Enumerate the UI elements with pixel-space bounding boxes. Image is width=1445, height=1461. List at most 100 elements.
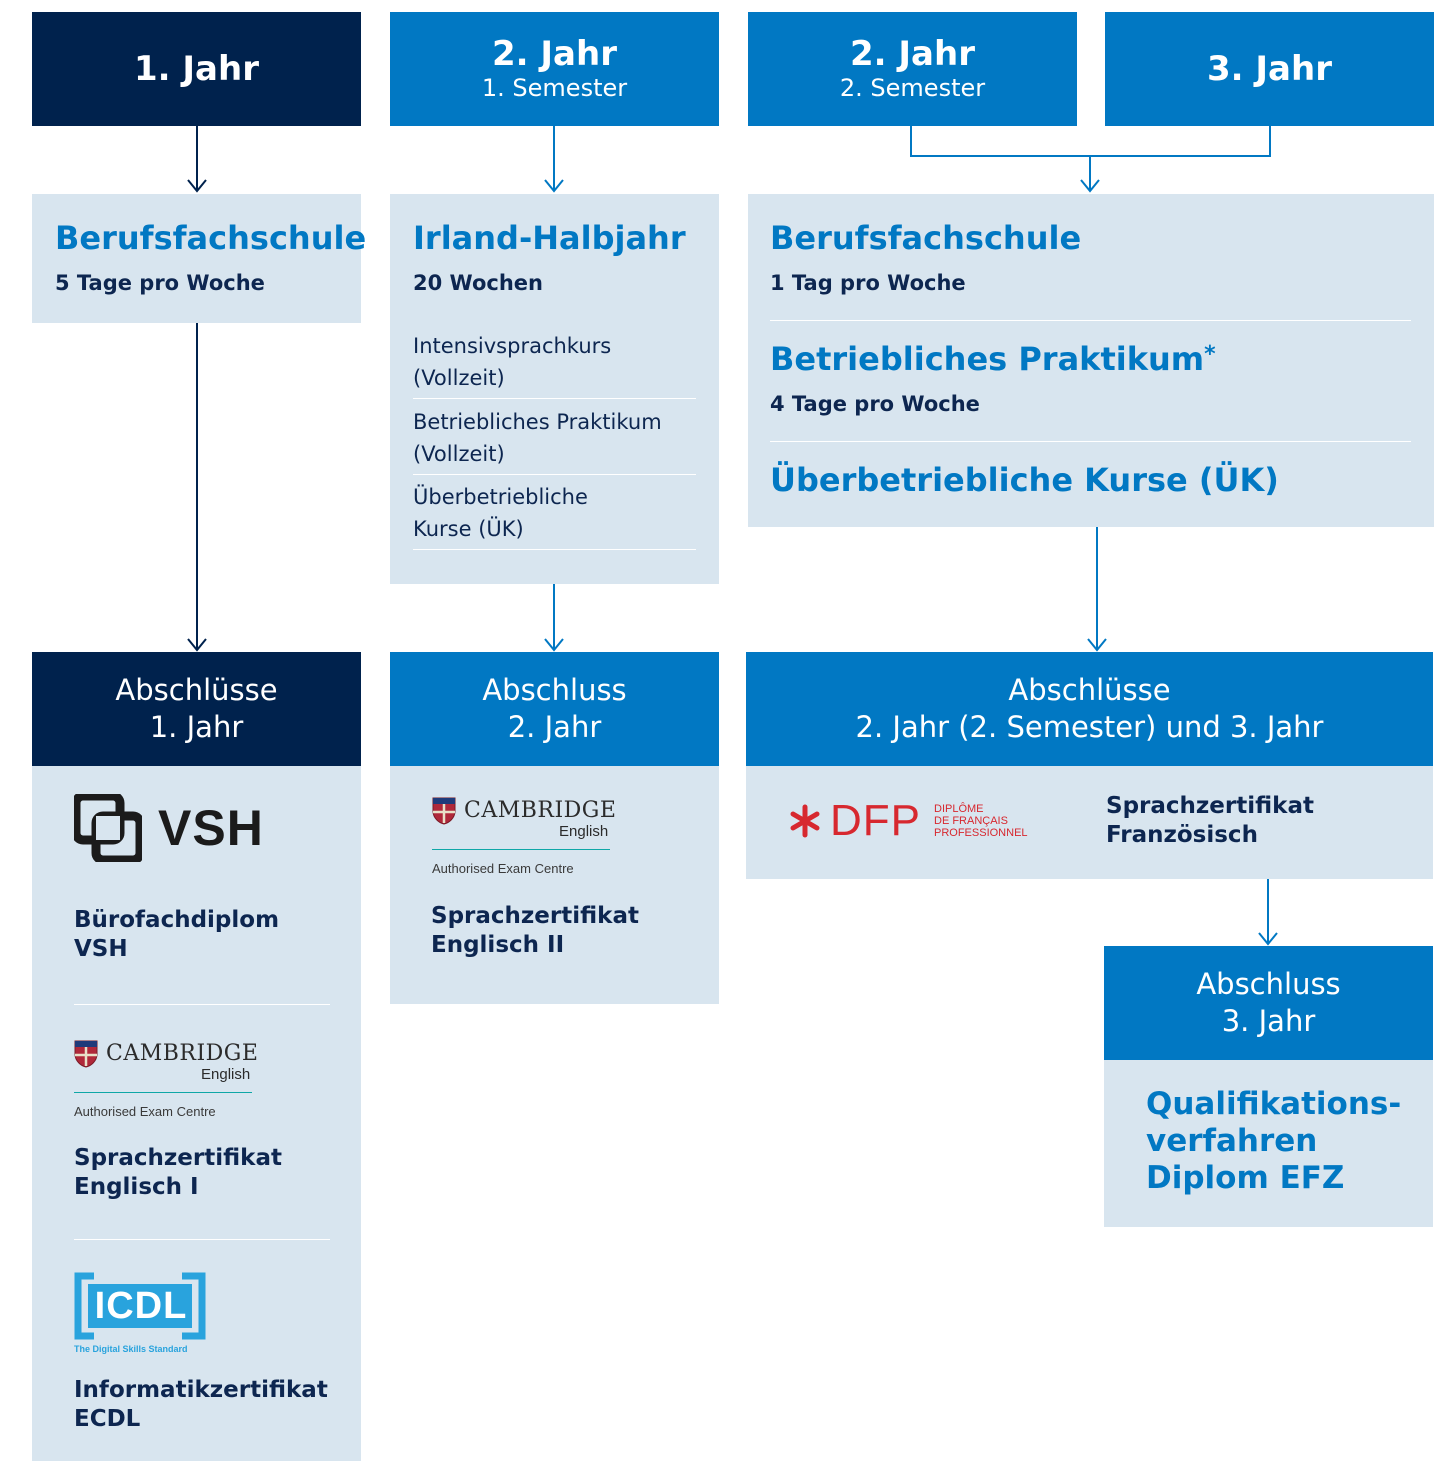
certificates-year1: VSH Bürofachdiplom VSH CAMBRIDGE English… — [32, 766, 361, 1461]
header-year3: 3. Jahr — [1105, 12, 1434, 126]
dfp-logo-text: DFP — [830, 796, 921, 845]
dfp-small-line: DIPLÔME — [934, 803, 984, 815]
cambridge-shield-icon — [74, 1040, 98, 1068]
arrowhead-sem1-bottom — [544, 638, 564, 652]
divider — [413, 549, 696, 550]
icdl-tagline: The Digital Skills Standard — [74, 1344, 188, 1354]
final-panel: Qualifikations- verfahren Diplom EFZ — [1104, 1060, 1433, 1227]
final-label: Qualifikations- verfahren Diplom EFZ — [1146, 1086, 1401, 1197]
cambridge-logo-year2: CAMBRIDGE English Authorised Exam Centre — [432, 797, 622, 887]
cert-label-line: Englisch I — [74, 1174, 199, 1200]
header-year3-label: 3. Jahr — [1207, 49, 1332, 89]
final-label-line: Diplom EFZ — [1146, 1160, 1345, 1196]
phase-item-line: (Vollzeit) — [413, 442, 505, 466]
certificates-year3: DFP DIPLÔME DE FRANÇAIS PROFESSIONNEL Sp… — [746, 766, 1433, 879]
result-year2: Abschluss 2. Jahr — [390, 652, 719, 766]
cambridge-logo-year1: CAMBRIDGE English Authorised Exam Centre — [74, 1040, 264, 1130]
final-header-line2: 3. Jahr — [1221, 1004, 1316, 1038]
cambridge-authorised: Authorised Exam Centre — [74, 1104, 216, 1119]
header-year2-sem2-label: 2. Jahr — [850, 34, 975, 74]
final-header: Abschluss 3. Jahr — [1104, 946, 1433, 1060]
header-year2-sem1-semester: 1. Semester — [481, 74, 628, 102]
arrowhead-year1-top — [187, 179, 207, 193]
header-year2-sem1: 2. Jahr 1. Semester — [390, 12, 719, 126]
cambridge-name: CAMBRIDGE — [106, 1041, 259, 1066]
cert-label-line: ECDL — [74, 1406, 141, 1432]
cambridge-name: CAMBRIDGE — [464, 798, 617, 823]
cert-dfp-label: Sprachzertifikat Französisch — [1106, 792, 1314, 850]
icdl-logo: ICDL The Digital Skills Standard — [74, 1272, 214, 1358]
cambridge-english: English — [559, 823, 609, 840]
phase-year1-subtitle: 5 Tage pro Woche — [55, 271, 265, 295]
header-year2-sem2-semester: 2. Semester — [839, 74, 986, 102]
result-year2-line2: 2. Jahr — [507, 710, 602, 744]
certificates-year2: CAMBRIDGE English Authorised Exam Centre… — [390, 766, 719, 1004]
dfp-small-line: PROFESSIONNEL — [934, 827, 1028, 839]
final-header-line1: Abschluss — [1196, 967, 1341, 1001]
phase-item-line: Kurse (ÜK) — [413, 517, 524, 541]
cert-label-line: Französisch — [1106, 822, 1258, 848]
divider — [770, 320, 1411, 321]
cert-label-line: VSH — [74, 936, 128, 962]
header-year1: 1. Jahr — [32, 12, 361, 126]
phase-year2-sem1-subtitle: 20 Wochen — [413, 271, 543, 295]
dfp-small-line: DE FRANÇAIS — [934, 815, 1008, 827]
phase-item-intensive-course: Intensivsprachkurs (Vollzeit) — [413, 330, 611, 394]
dfp-small-text: DIPLÔME DE FRANÇAIS PROFESSIONNEL — [934, 803, 1028, 839]
header-year2-sem1-label: 2. Jahr — [492, 34, 617, 74]
phase-item-internship: Betriebliches Praktikum (Vollzeit) — [413, 406, 662, 470]
cert-label-line: Bürofachdiplom — [74, 907, 280, 933]
divider — [74, 1004, 330, 1005]
vsh-logo-mark-icon — [74, 794, 142, 862]
vsh-logo-text: VSH — [158, 800, 264, 856]
cert-label-line: Sprachzertifikat — [431, 903, 639, 929]
connector-merge — [910, 126, 1271, 157]
divider — [413, 474, 696, 475]
cert-cambridge-1-label: Sprachzertifikat Englisch I — [74, 1144, 282, 1202]
phase-item-line: Überbetriebliche — [413, 485, 588, 509]
icdl-frame-icon — [74, 1272, 206, 1340]
result-year1-line2: 1. Jahr — [149, 710, 244, 744]
arrowhead-final — [1258, 932, 1278, 946]
phase-year1-title: Berufsfachschule — [55, 219, 367, 257]
dfp-asterisk-icon — [790, 804, 820, 838]
cambridge-english: English — [201, 1066, 251, 1083]
phase-year3-title-school: Berufsfachschule — [770, 219, 1082, 257]
dfp-logo: DFP DIPLÔME DE FRANÇAIS PROFESSIONNEL — [788, 796, 1058, 845]
divider — [770, 441, 1411, 442]
phase-year3: Berufsfachschule 1 Tag pro Woche Betrieb… — [748, 194, 1434, 527]
final-label-line: Qualifikations- — [1146, 1086, 1402, 1122]
arrowhead-sem1-top — [544, 179, 564, 193]
final-label-line: verfahren — [1146, 1123, 1318, 1159]
result-year1-line1: Abschlüsse — [115, 673, 278, 707]
phase-year2-sem1-title: Irland-Halbjahr — [413, 219, 686, 257]
phase-year3-title-internship: Betriebliches Praktikum* — [770, 340, 1216, 378]
phase-item-line: Intensivsprachkurs — [413, 334, 612, 358]
vsh-logo: VSH — [74, 794, 274, 862]
header-year1-label: 1. Jahr — [134, 49, 259, 89]
phase-year3-subtitle-internship: 4 Tage pro Woche — [770, 392, 980, 416]
cert-cambridge-2-label: Sprachzertifikat Englisch II — [431, 902, 639, 960]
result-year3-line1: Abschlüsse — [1008, 673, 1171, 707]
cambridge-underline — [432, 849, 610, 850]
arrowhead-merge — [1080, 179, 1100, 193]
cert-label-line: Englisch II — [431, 932, 565, 958]
arrowhead-year1-bottom — [187, 638, 207, 652]
phase-year3-title-courses: Überbetriebliche Kurse (ÜK) — [770, 461, 1279, 499]
phase-item-courses: Überbetriebliche Kurse (ÜK) — [413, 481, 588, 545]
cert-label-line: Sprachzertifikat — [1106, 793, 1314, 819]
divider — [413, 398, 696, 399]
cert-label-line: Informatikzertifikat — [74, 1377, 328, 1403]
arrowhead-phase-result — [1087, 638, 1107, 652]
phase-item-line: (Vollzeit) — [413, 366, 505, 390]
phase-year2-sem1: Irland-Halbjahr 20 Wochen Intensivsprach… — [390, 194, 719, 584]
cambridge-authorised: Authorised Exam Centre — [432, 861, 574, 876]
result-year2-line1: Abschluss — [482, 673, 627, 707]
cambridge-shield-icon — [432, 797, 456, 825]
cambridge-underline — [74, 1092, 252, 1093]
icdl-logo-text: ICDL — [94, 1285, 188, 1327]
asterisk-mark: * — [1204, 342, 1216, 367]
phase-year3-subtitle-school: 1 Tag pro Woche — [770, 271, 966, 295]
phase-item-line: Betriebliches Praktikum — [413, 410, 662, 434]
internship-title-text: Betriebliches Praktikum — [770, 340, 1205, 378]
